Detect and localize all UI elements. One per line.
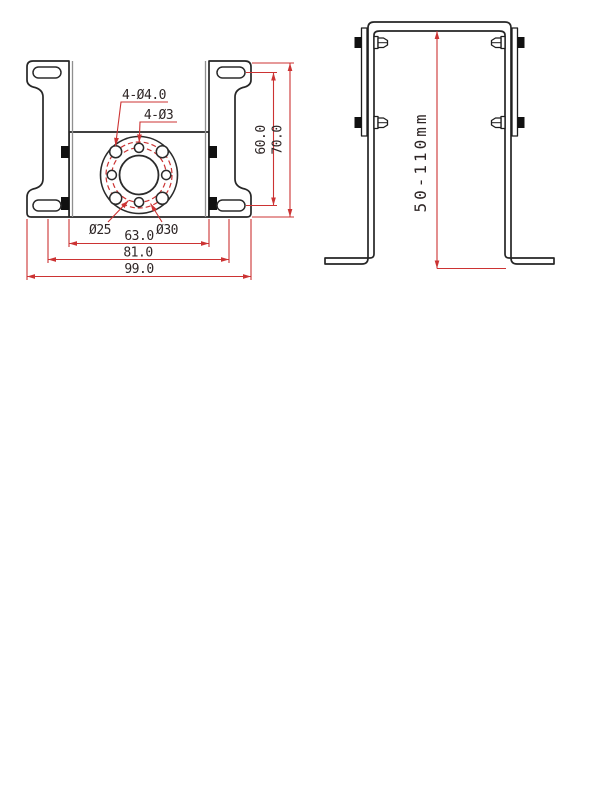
right-plate-edge bbox=[511, 27, 519, 137]
dim-height-inner: 60.0 bbox=[246, 71, 277, 207]
bolt-head bbox=[354, 117, 362, 128]
dim-height-outer: 70.0 bbox=[252, 62, 294, 218]
hole-small-left bbox=[106, 169, 118, 181]
left-side-plate bbox=[26, 60, 70, 218]
dim-height-inner-value: 60.0 bbox=[254, 125, 269, 154]
dim-width-mid: 81.0 bbox=[47, 219, 230, 263]
right-side-plate bbox=[208, 60, 252, 218]
slot-bottom-left bbox=[32, 199, 62, 212]
bolt-head bbox=[517, 117, 525, 128]
clamp-tab-top-left bbox=[61, 146, 69, 158]
clamp-tab-bottom-left bbox=[61, 197, 69, 210]
hole-large-tl bbox=[108, 144, 123, 159]
clamp-tab-top-right bbox=[209, 146, 217, 158]
dim-height-range-value: 50-110mm bbox=[411, 111, 430, 212]
hole-large-tr bbox=[155, 144, 170, 159]
side-view: 50-110mm bbox=[324, 21, 555, 270]
bolt-left-mid bbox=[354, 115, 389, 130]
dim-width-body-value: 63.0 bbox=[124, 229, 153, 244]
u-channel bbox=[324, 21, 555, 265]
dim-width-overall-value: 99.0 bbox=[124, 262, 153, 277]
dim-width-body: 63.0 bbox=[68, 219, 210, 247]
leader-bolt-circle-25: Ø25 bbox=[89, 200, 129, 238]
dim-height-outer-value: 70.0 bbox=[271, 125, 286, 154]
center-bore bbox=[118, 154, 160, 196]
clamp-tab-bottom-right bbox=[209, 197, 217, 210]
bolt-right-mid bbox=[490, 115, 525, 130]
front-view: 4-Ø4.0 4-Ø3 Ø25 Ø30 63.0 81.0 bbox=[26, 60, 294, 280]
slot-bottom-right bbox=[216, 199, 246, 212]
label-bolt-circle-30: Ø30 bbox=[156, 223, 178, 238]
hole-large-br bbox=[155, 191, 170, 206]
hole-large-bl bbox=[108, 191, 123, 206]
dim-height-range: 50-110mm bbox=[411, 30, 506, 270]
bolt-right-top bbox=[490, 35, 525, 50]
bolt-head bbox=[354, 37, 362, 48]
hole-small-bottom bbox=[133, 196, 145, 208]
bolt-left-top bbox=[354, 35, 389, 50]
label-hole-pattern-small: 4-Ø3 bbox=[144, 108, 173, 123]
slot-top-left bbox=[32, 66, 62, 79]
dim-width-mid-value: 81.0 bbox=[123, 246, 152, 261]
bolt-head bbox=[517, 37, 525, 48]
dim-width-overall: 99.0 bbox=[26, 219, 252, 280]
label-bolt-circle-25: Ø25 bbox=[89, 223, 111, 238]
slot-top-right bbox=[216, 66, 246, 79]
hole-small-right bbox=[160, 169, 172, 181]
left-plate-edge bbox=[360, 27, 368, 137]
label-hole-pattern-large: 4-Ø4.0 bbox=[122, 88, 166, 103]
leader-bolt-circle-30: Ø30 bbox=[150, 203, 178, 238]
flange bbox=[99, 135, 179, 215]
leader-hole-pattern-large: 4-Ø4.0 bbox=[114, 88, 168, 147]
hole-small-top bbox=[133, 142, 145, 154]
leader-hole-pattern-small: 4-Ø3 bbox=[137, 108, 177, 143]
